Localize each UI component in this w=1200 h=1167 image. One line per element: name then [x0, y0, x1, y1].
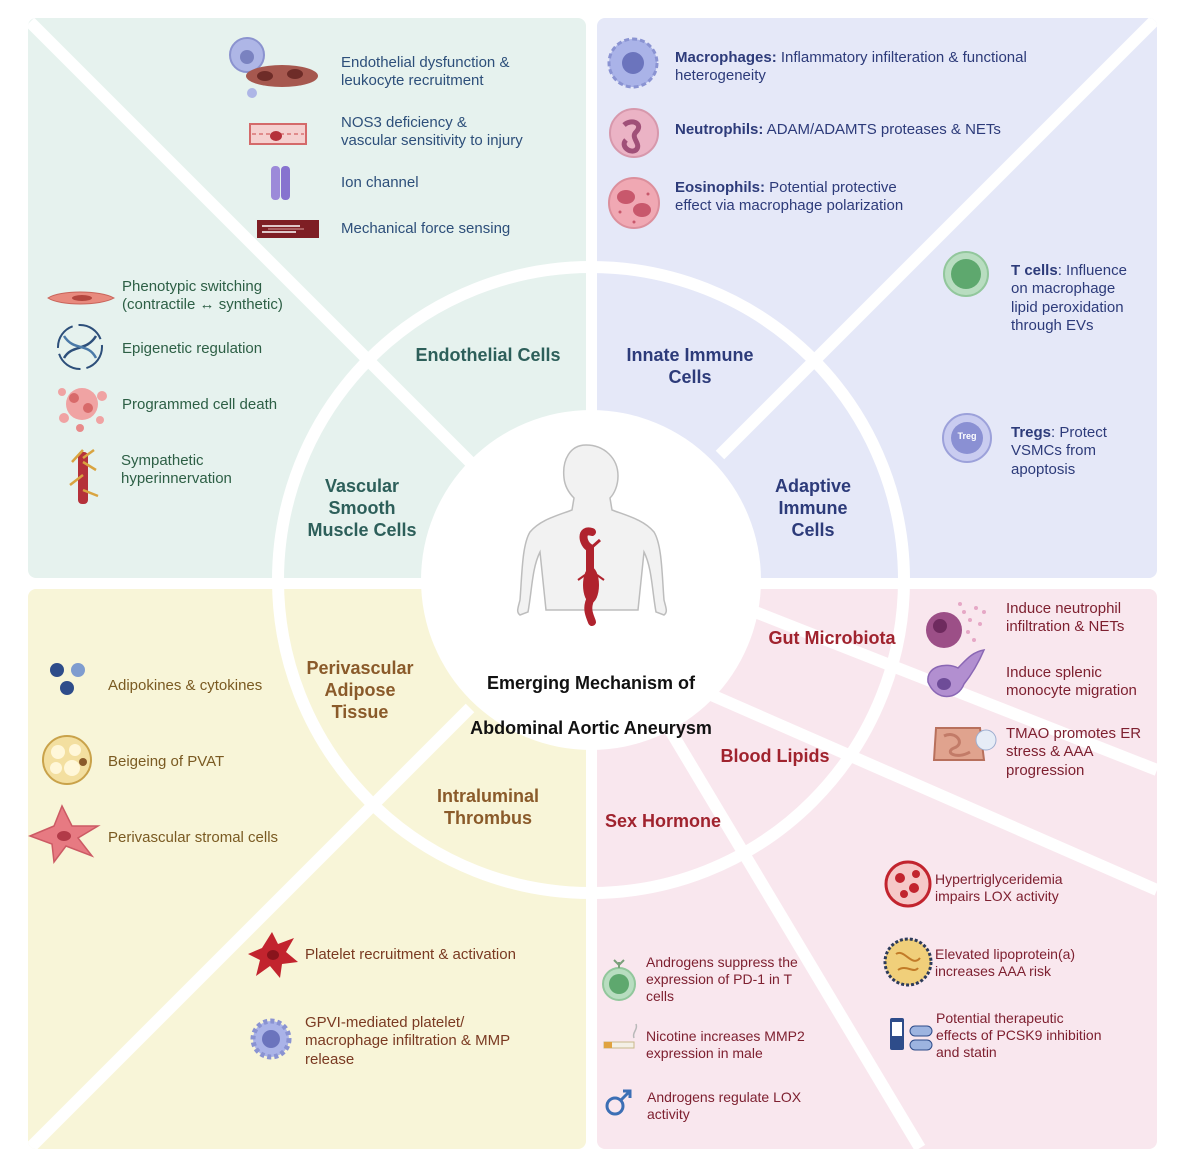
center-title-line2: Abdominal Aortic Aneurysm	[470, 717, 712, 738]
lipid-item: Potential therapeutic effects of PCSK9 i…	[936, 1010, 1102, 1061]
platelet-icon	[248, 932, 298, 978]
adaptive-item-t-cells: T cells: Influence on macrophage lipid p…	[1011, 262, 1127, 335]
pvat-item: Beigeing of PVAT	[108, 753, 225, 770]
adaptive-item-tregs: Tregs: Protect VSMCs from apoptosis	[1011, 424, 1107, 479]
vsmc-item: Epigenetic regulation	[122, 340, 263, 357]
intestine-icon	[932, 727, 997, 761]
sex-hormone-item: Androgens regulate LOX activity	[647, 1089, 802, 1123]
innate-item-text: ADAM/ADAMTS proteases & NETs	[763, 121, 1001, 138]
lipoprotein-icon	[883, 937, 933, 987]
section-endothelial-cells: Endothelial Cells	[415, 345, 561, 365]
innate-item-bold: Neutrophils:	[675, 121, 764, 138]
red-blood-cell-icon	[884, 860, 932, 908]
gut-item: Induce splenic monocyte migration	[1006, 664, 1137, 700]
gut-item: TMAO promotes ER stress & AAA progressio…	[1006, 725, 1142, 779]
innate-item-text: Potential protective effect via macropha…	[675, 179, 904, 215]
adaptive-item-text: : Protect VSMCs from apoptosis	[1011, 424, 1107, 478]
vessel-icon	[249, 123, 307, 145]
section-innate-immune-cells: Innate Immune Cells	[626, 345, 754, 387]
section-perivascular-adipose-tissue: Perivascular Adipose Tissue	[306, 658, 414, 722]
center-title: Emerging Mechanism of Abdominal Aortic A…	[441, 649, 741, 762]
leukocyte-icon	[229, 37, 318, 98]
adaptive-item-bold: Tregs	[1011, 424, 1052, 441]
endothelial-item: Endothelial dysfunction & leukocyte recr…	[341, 54, 510, 90]
sex-hormone-item: Androgens suppress the expression of PD-…	[646, 954, 798, 1005]
section-sex-hormone: Sex Hormone	[604, 811, 722, 831]
treg-icon	[942, 413, 992, 463]
innate-item-bold: Eosinophils:	[675, 179, 765, 196]
vsmc-item: Programmed cell death	[122, 396, 278, 413]
innate-item-eosinophils: Eosinophils: Potential protective effect…	[675, 179, 903, 216]
t-cell-icon	[943, 251, 989, 297]
muscle-fiber-icon	[257, 220, 319, 238]
pill-icon	[890, 1018, 933, 1051]
smooth-muscle-cell-icon	[47, 291, 116, 305]
gut-item: Induce neutrophil infiltration & NETs	[1006, 600, 1125, 636]
sex-hormone-item: Nicotine increases MMP2 expression in ma…	[646, 1028, 805, 1062]
nerve-icon	[69, 448, 99, 504]
eosinophil-icon	[608, 177, 660, 229]
endothelial-item: NOS3 deficiency & vascular sensitivity t…	[341, 114, 523, 150]
center-title-line1: Emerging Mechanism of	[486, 672, 696, 693]
lipid-item: Hypertriglyceridemia impairs LOX activit…	[935, 871, 1063, 905]
adaptive-item-text: : Influence on macrophage lipid peroxida…	[1011, 262, 1127, 334]
androgen-t-cell-icon	[602, 959, 636, 1001]
pvat-item: Perivascular stromal cells	[108, 829, 279, 846]
ion-channel-icon	[271, 166, 290, 200]
monocyte-icon	[927, 649, 986, 698]
vsmc-item: Sympathetic hyperinnervation	[121, 452, 232, 488]
aorta-icon	[577, 527, 605, 626]
section-gut-microbiota: Gut Microbiota	[768, 628, 896, 648]
innate-item-text: Inflammatory infilteration & functional …	[675, 49, 1027, 85]
section-intraluminal-thrombus: Intraluminal Thrombus	[436, 786, 539, 828]
innate-item-macrophages: Macrophages: Inflammatory infilteration …	[675, 49, 1027, 86]
innate-item-bold: Macrophages:	[675, 49, 777, 66]
male-symbol-icon	[605, 1089, 632, 1116]
section-vascular-smooth-muscle-cells: Vascular Smooth Muscle Cells	[307, 476, 417, 540]
treg-label: Treg	[957, 431, 977, 441]
apoptosis-icon	[58, 388, 107, 432]
lipid-item: Elevated lipoprotein(a) increases AAA ri…	[935, 946, 1076, 980]
adaptive-item-bold: T cells	[1011, 262, 1058, 279]
gpvi-macrophage-icon	[250, 1018, 292, 1060]
cytokine-icon	[50, 663, 85, 695]
quadrant-pink	[597, 589, 1157, 1149]
macrophage-icon	[607, 37, 659, 89]
stromal-cell-icon	[27, 804, 101, 864]
thrombus-item: GPVI-mediated platelet/ macrophage infil…	[305, 1014, 511, 1068]
dna-icon	[57, 324, 103, 370]
neutrophil-icon	[609, 108, 659, 158]
vsmc-item: Phenotypic switching (contractile ↔ synt…	[122, 278, 283, 314]
thrombus-item: Platelet recruitment & activation	[305, 946, 516, 963]
adipocyte-icon	[42, 735, 92, 785]
innate-item-neutrophils: Neutrophils: ADAM/ADAMTS proteases & NET…	[675, 121, 1001, 139]
pvat-item: Adipokines & cytokines	[108, 677, 263, 694]
bacteria-neutrophil-icon	[926, 602, 986, 648]
section-blood-lipids: Blood Lipids	[720, 746, 830, 766]
section-adaptive-immune-cells: Adaptive Immune Cells	[774, 476, 852, 540]
endothelial-item: Mechanical force sensing	[341, 220, 511, 237]
endothelial-item: Ion channel	[341, 174, 419, 191]
cigarette-icon	[603, 1023, 638, 1049]
